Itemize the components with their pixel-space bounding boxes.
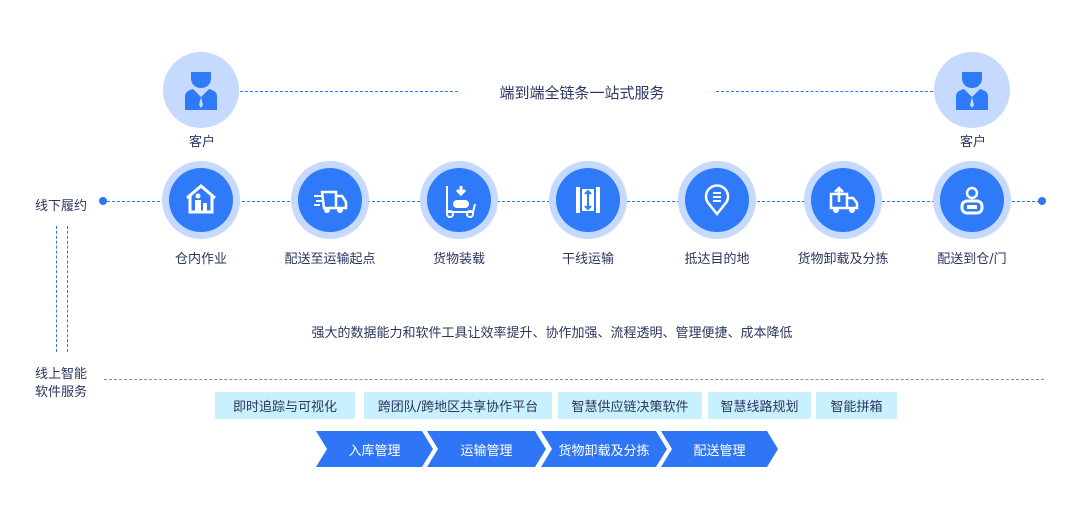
step-node-6 (804, 161, 882, 239)
flow-step-transport: 运输管理 (427, 431, 546, 467)
step-label: 抵达目的地 (684, 252, 750, 267)
offline-label: 线下履约 (35, 199, 88, 214)
customer-left-label: 客户 (188, 135, 215, 150)
courier-icon (960, 186, 984, 215)
customer-icon (185, 72, 217, 110)
step-node-5 (678, 161, 756, 239)
top-dashed-line-left (240, 91, 458, 92)
vertical-connector (56, 226, 68, 352)
step-label: 货物卸载及分拣 (797, 252, 889, 267)
online-label: 线上智能 软件服务 (35, 366, 87, 402)
trunk-transport-icon (576, 187, 600, 213)
top-dashed-line-right (716, 91, 933, 92)
cargo-loading-icon (446, 186, 476, 218)
destination-pin-icon (704, 184, 730, 217)
customer-right-label: 客户 (959, 135, 986, 150)
step-node-3 (420, 161, 498, 239)
customer-right-avatar (934, 52, 1010, 128)
chip-collaboration: 跨团队/跨地区共享协作平台 (364, 392, 552, 419)
online-label-line2: 软件服务 (35, 385, 88, 400)
customer-left-avatar (163, 52, 239, 128)
flow-step-inbound: 入库管理 (316, 431, 433, 467)
step-label: 配送至运输起点 (284, 252, 376, 267)
chip-consolidation: 智能拼箱 (816, 392, 897, 419)
step-label: 货物装载 (432, 252, 485, 267)
header-title: 端到端全链条一站式服务 (499, 84, 665, 102)
online-dashed-line (104, 379, 1044, 380)
customer-icon (956, 72, 988, 110)
chip-tracking: 即时追踪与可视化 (215, 392, 355, 419)
line-end-dot (1038, 197, 1046, 205)
step-label: 仓内作业 (174, 252, 227, 267)
warehouse-worker-icon (186, 184, 216, 214)
chip-route-planning: 智慧线路规划 (708, 392, 811, 419)
line-start-dot (99, 197, 107, 205)
step-label: 配送到仓/门 (937, 252, 1007, 267)
flow-step-unloading: 货物卸载及分拣 (541, 431, 667, 467)
step-node-7 (933, 161, 1011, 239)
unloading-truck-icon (829, 186, 859, 213)
step-node-4 (549, 161, 627, 239)
step-node-1 (162, 161, 240, 239)
chip-decision-software: 智慧供应链决策软件 (558, 392, 702, 419)
delivery-truck-icon (314, 190, 348, 213)
middle-text: 强大的数据能力和软件工具让效率提升、协作加强、流程透明、管理便捷、成本降低 (311, 326, 793, 341)
step-node-2 (291, 161, 369, 239)
step-label: 干线运输 (561, 252, 614, 267)
flow-step-delivery: 配送管理 (661, 431, 778, 467)
online-label-line1: 线上智能 (35, 367, 88, 382)
